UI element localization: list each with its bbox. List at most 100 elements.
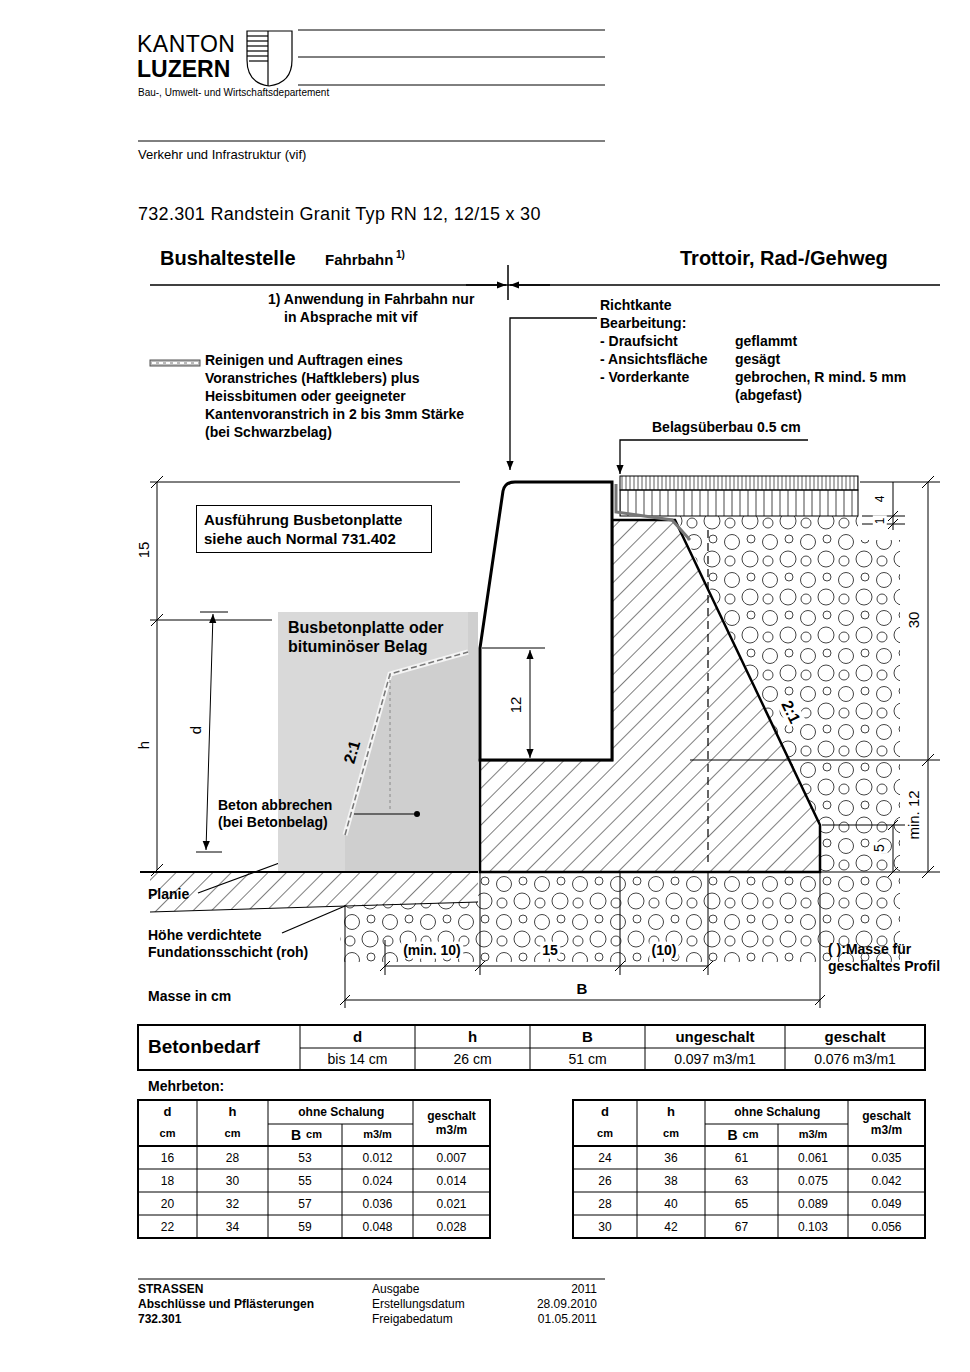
callout: Höhe verdichtete Fundationsschicht (roh) [148, 927, 338, 961]
table-header: ungeschalt [675, 1028, 754, 1046]
footer-text: Erstellungsdatum [372, 1297, 465, 1311]
joint-coating [616, 484, 690, 540]
table-cell: 51 cm [568, 1051, 606, 1068]
table-header: d [353, 1028, 362, 1046]
table-cell: 0.049 [871, 1196, 901, 1210]
table-header: geschalt m3/m [421, 1109, 483, 1138]
pavement-layers [620, 476, 858, 516]
table-cell: 65 [735, 1196, 748, 1210]
footer-rule [138, 1279, 605, 1280]
callout: gebrochen, R mind. 5 mm [735, 369, 906, 386]
table-header: ohne Schalung [734, 1105, 820, 1119]
table-header: B [291, 1127, 301, 1144]
footnote-mark: 1) [396, 249, 405, 261]
table-cell: 18 [161, 1173, 174, 1187]
callout: Planie [148, 886, 189, 903]
footer-text: 732.301 [138, 1312, 181, 1326]
callout: (abgefast) [735, 387, 802, 404]
table-grid [138, 1100, 490, 1238]
office: Verkehr und Infrastruktur (vif) [138, 147, 306, 163]
table-cell: 0.012 [362, 1150, 392, 1164]
table-cell: 0.075 [798, 1173, 828, 1187]
legend-swatch [150, 360, 200, 366]
table-cell: 61 [735, 1150, 748, 1164]
table-cell: 0.089 [798, 1196, 828, 1210]
table-cell: 38 [664, 1173, 677, 1187]
callout: geflammt [735, 333, 797, 350]
callout: gesägt [735, 351, 780, 368]
legend-text: Reinigen und Auftragen eines Voranstrich… [205, 351, 467, 441]
canton-shield [247, 31, 292, 86]
table-cell: 28 [226, 1150, 239, 1164]
footer-text: 2011 [571, 1282, 597, 1296]
table-header: h [229, 1104, 237, 1120]
zone-title: Trottoir, Rad-/Gehweg [680, 246, 888, 270]
table-header: geschalt [825, 1028, 886, 1046]
table-cell: 28 [598, 1196, 611, 1210]
table-cell: 0.036 [362, 1196, 392, 1210]
zone-title: Bushaltestelle [160, 246, 296, 270]
header-rules [138, 30, 605, 141]
callout: - Vorderkante [600, 369, 689, 386]
table-grid [573, 1100, 925, 1238]
table-cell: 0.097 m3/m1 [674, 1051, 756, 1068]
table-cell: 0.103 [798, 1219, 828, 1233]
dimension-value: h [135, 741, 153, 749]
table-header: cm [597, 1127, 613, 1140]
dimension-value: 12 [507, 697, 525, 714]
table-title: Mehrbeton: [148, 1078, 224, 1095]
dimension-value: 5 [871, 842, 888, 854]
table-cell: 26 cm [453, 1051, 491, 1068]
formwork-line [707, 530, 708, 862]
table-cell: 0.014 [436, 1173, 466, 1187]
table-cell: 36 [664, 1150, 677, 1164]
table-cell: 67 [735, 1219, 748, 1233]
table-header: m3/m [799, 1128, 828, 1141]
title: 732.301 Randstein Granit Typ RN 12, 12/1… [138, 204, 541, 226]
footer-text: 28.09.2010 [537, 1297, 597, 1311]
table-header: ohne Schalung [298, 1105, 384, 1119]
dimension-lines [150, 476, 940, 1008]
table-cell: 26 [598, 1173, 611, 1187]
dimension-value: 4 [873, 494, 887, 505]
zone-title: Fahrbahn [325, 251, 393, 269]
dimension-value: min. 12 [905, 788, 923, 841]
dimension-value: 15 [540, 942, 560, 959]
table-cell: 53 [298, 1150, 311, 1164]
dimension-value: B [577, 980, 588, 998]
table-cell: 0.076 m3/m1 [814, 1051, 896, 1068]
table-cell: 0.056 [871, 1219, 901, 1233]
footer-text: 01.05.2011 [538, 1312, 597, 1326]
callout: Richtkante [600, 297, 672, 314]
footer-text: Abschlüsse und Pflästerungen [138, 1297, 314, 1311]
callout: Bearbeitung: [600, 315, 686, 332]
curb-stone [480, 482, 612, 760]
table-cell: 59 [298, 1219, 311, 1233]
table-cell: 16 [161, 1150, 174, 1164]
note-text: Ausführung Busbetonplatte siehe auch Nor… [204, 510, 424, 548]
table-header: B [582, 1028, 593, 1046]
table-cell: 0.021 [436, 1196, 466, 1210]
callout: - Draufsicht [600, 333, 678, 350]
table-cell: 30 [598, 1219, 611, 1233]
table-cell: 0.048 [362, 1219, 392, 1233]
callout: Belagsüberbau 0.5 cm [652, 419, 801, 436]
table-cell: 0.028 [436, 1219, 466, 1233]
table-cell: 63 [735, 1173, 748, 1187]
table-header: cm [225, 1127, 241, 1140]
region-label: Busbetonplatte oder bituminöser Belag [288, 618, 448, 656]
table-cell: 22 [161, 1219, 174, 1233]
table-cell: 24 [598, 1150, 611, 1164]
table-cell: 34 [226, 1219, 239, 1233]
table-grid [138, 1025, 925, 1070]
dimension-value: (10) [650, 942, 679, 959]
table-header: geschalt m3/m [856, 1109, 918, 1138]
foundation-line [150, 902, 478, 912]
table-cell: bis 14 cm [328, 1051, 388, 1068]
table-cell: 0.061 [798, 1150, 828, 1164]
planie-line [140, 871, 478, 873]
footer-text: Freigabedatum [372, 1312, 453, 1326]
table-cell: 42 [664, 1219, 677, 1233]
table-title: Betonbedarf [148, 1036, 260, 1059]
dimension-value: 30 [905, 610, 923, 631]
